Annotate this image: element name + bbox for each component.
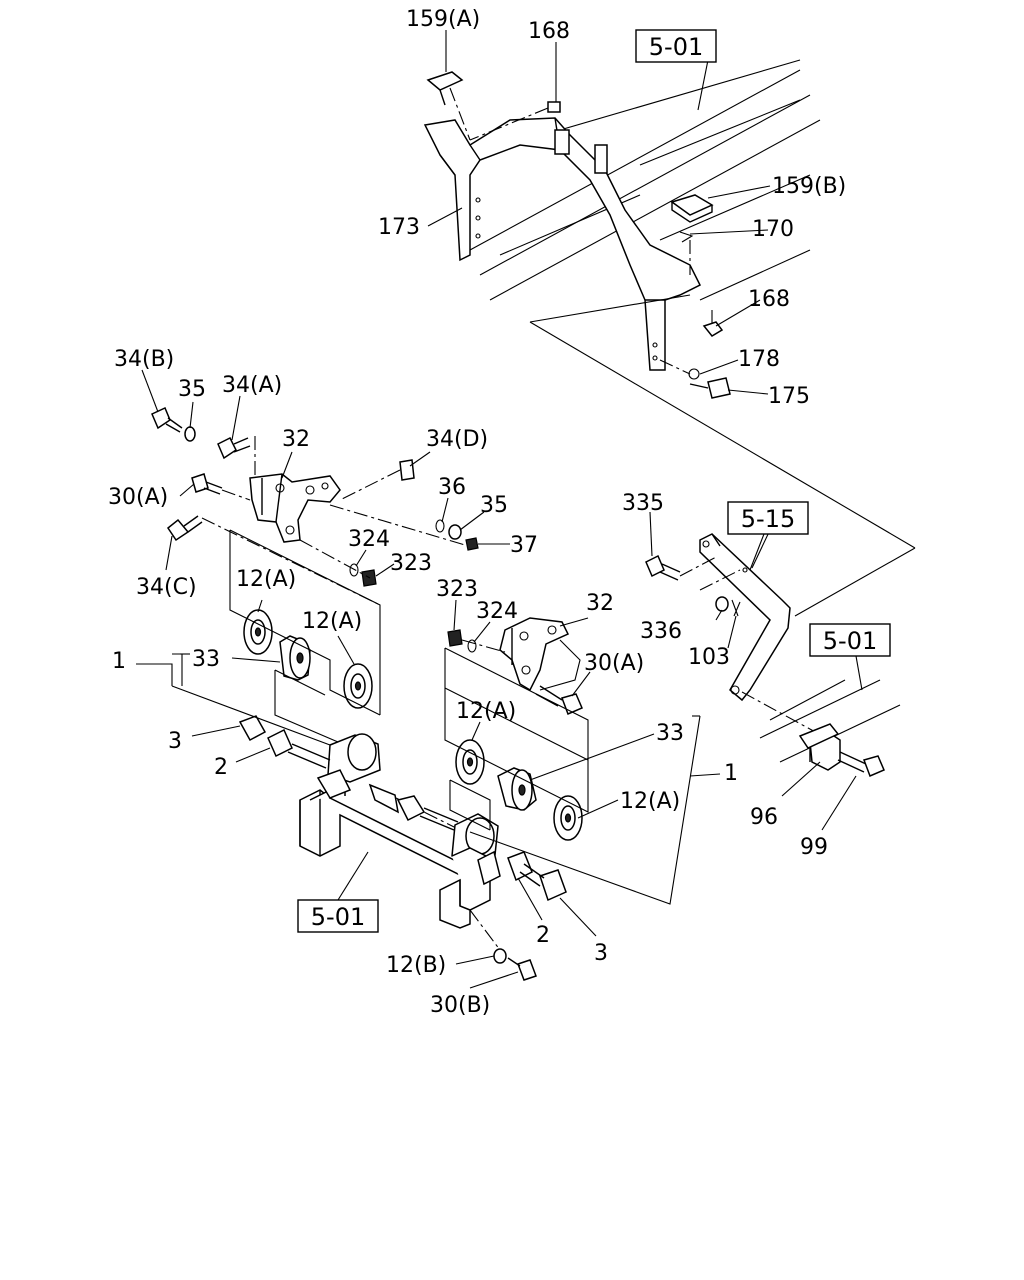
ref-box-501-top: 5-01 xyxy=(635,29,717,63)
label-33-left: 33 xyxy=(192,647,220,672)
label-168-right: 168 xyxy=(748,287,790,312)
ref-515-text: 5-15 xyxy=(741,505,795,533)
ref-box-501-right: 5-01 xyxy=(809,623,891,657)
mount-12a-left-2 xyxy=(343,663,373,709)
bolt-34d xyxy=(339,459,415,501)
part-159b-bracket xyxy=(670,194,714,275)
nut-323-washer-324-right xyxy=(447,629,506,653)
label-12a-right-1: 12(A) xyxy=(456,699,516,724)
label-324-right: 324 xyxy=(476,599,518,624)
label-34d: 34(D) xyxy=(426,427,488,452)
bushing-left xyxy=(316,733,381,799)
ref-box-501-bottom: 5-01 xyxy=(297,899,379,933)
washer-12b-bolt-30b xyxy=(469,909,537,981)
ref-501-bottom-text: 5-01 xyxy=(311,903,365,931)
ref-box-515: 5-15 xyxy=(727,501,809,535)
label-34c: 34(C) xyxy=(136,575,197,600)
label-323-right: 323 xyxy=(436,577,478,602)
label-12a-right-2: 12(A) xyxy=(620,789,680,814)
label-1-left: 1 xyxy=(112,649,126,674)
label-168-top: 168 xyxy=(528,19,570,44)
label-323-left: 323 xyxy=(390,551,432,576)
frame-rails-top xyxy=(469,59,821,301)
mount-12a-left-1 xyxy=(243,609,273,655)
mount-group-right-box xyxy=(444,647,589,831)
label-2-right: 2 xyxy=(536,923,550,948)
bolt-34b xyxy=(151,406,183,433)
label-35-right: 35 xyxy=(480,493,508,518)
part-labels: 159(A) 168 173 159(B) 170 168 178 175 34… xyxy=(108,7,846,1018)
label-3-left: 3 xyxy=(168,729,182,754)
label-96: 96 xyxy=(750,805,778,830)
bolt-34c xyxy=(166,515,381,606)
label-32-right: 32 xyxy=(586,591,614,616)
label-99: 99 xyxy=(800,835,828,860)
label-324-left: 324 xyxy=(348,527,390,552)
part-168-nut-b xyxy=(702,310,724,337)
frame-501-right-rails xyxy=(759,679,901,763)
bolt-34a xyxy=(217,436,256,480)
link-arm-515 xyxy=(699,533,791,702)
part-178-175-bolt xyxy=(659,359,731,399)
label-34a: 34(A) xyxy=(222,373,282,398)
bracket-96-bolt-99 xyxy=(741,691,885,777)
ref-501-right-text: 5-01 xyxy=(823,627,877,655)
label-34b: 34(B) xyxy=(114,347,174,372)
washers-36-35-nut-37 xyxy=(329,504,479,551)
label-12a-left-1: 12(A) xyxy=(236,567,296,592)
label-30b: 30(B) xyxy=(430,993,490,1018)
label-35-left: 35 xyxy=(178,377,206,402)
mount-12a-right-2 xyxy=(553,795,583,841)
part-159a-bracket xyxy=(426,71,471,141)
label-37: 37 xyxy=(510,533,538,558)
bracket-32-right xyxy=(499,617,581,692)
shaft-bracket-501-right xyxy=(439,847,501,929)
label-103: 103 xyxy=(688,645,730,670)
label-30a-left: 30(A) xyxy=(108,485,168,510)
washer-35a xyxy=(184,426,196,442)
label-170: 170 xyxy=(752,217,794,242)
bolt-335 xyxy=(645,554,719,581)
label-32-left: 32 xyxy=(282,427,310,452)
label-2-left: 2 xyxy=(214,755,228,780)
bolt-3-2-left xyxy=(238,715,331,769)
crossmember-173 xyxy=(423,117,702,371)
label-12b: 12(B) xyxy=(386,953,446,978)
label-12a-left-2: 12(A) xyxy=(302,609,362,634)
ref-501-top-text: 5-01 xyxy=(649,33,703,61)
label-33-right: 33 xyxy=(656,721,684,746)
leader-lines xyxy=(136,30,863,989)
washer-324-nut-323-left xyxy=(299,539,377,587)
label-175: 175 xyxy=(768,384,810,409)
label-336: 336 xyxy=(640,619,682,644)
label-335: 335 xyxy=(622,491,664,516)
bolt-2-3-right xyxy=(507,851,567,902)
label-3-right: 3 xyxy=(594,941,608,966)
bolt-30a-right xyxy=(535,685,583,715)
label-178: 178 xyxy=(738,347,780,372)
bolt-30a-left xyxy=(191,473,251,501)
reference-lines xyxy=(529,294,916,617)
label-159a: 159(A) xyxy=(406,7,480,32)
mount-12a-right-1 xyxy=(455,739,485,785)
mount-33-right xyxy=(497,767,537,811)
part-168-nut-a xyxy=(469,101,561,141)
label-159b: 159(B) xyxy=(772,174,846,199)
shaft-center xyxy=(368,783,461,831)
bracket-32-left xyxy=(249,473,341,543)
label-30a-right: 30(A) xyxy=(584,651,644,676)
label-36: 36 xyxy=(438,475,466,500)
label-173: 173 xyxy=(378,215,420,240)
label-1-right: 1 xyxy=(724,761,738,786)
